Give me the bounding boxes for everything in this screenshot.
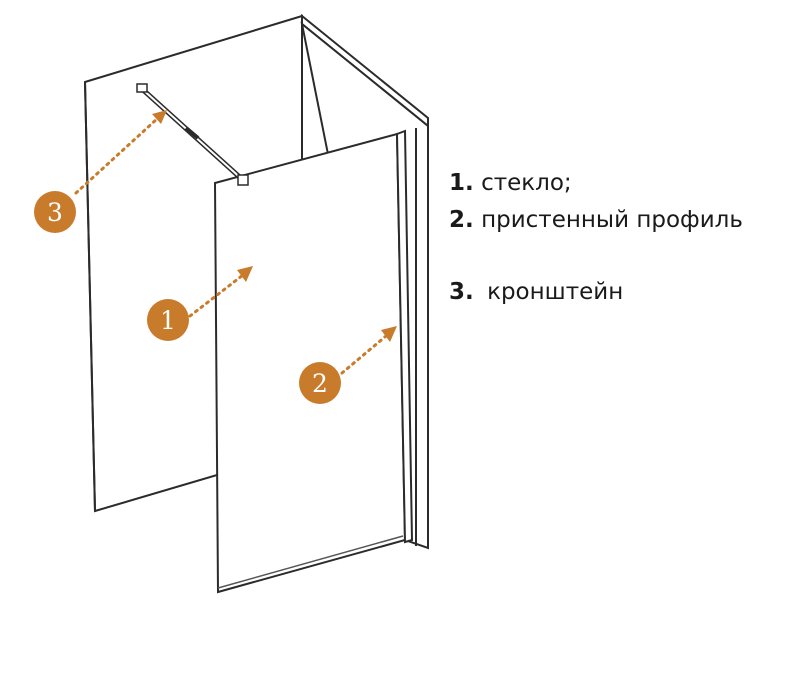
marker-2-circle [299,362,341,404]
legend-item-1-text: стекло; [481,170,572,196]
leader-2 [340,326,397,375]
marker-1: 1 [147,299,189,341]
marker-2: 2 [299,362,341,404]
legend-item-1: 1. стекло; [449,172,572,195]
legend-item-3-number: 3. [449,279,474,305]
legend-item-1-number: 1. [449,170,474,196]
wall-profile [395,129,414,544]
leader-1 [188,266,253,318]
leader-3 [74,110,167,195]
marker-1-circle [147,299,189,341]
legend-item-3: 3. кронштейн [449,281,623,304]
marker-3: 3 [34,191,76,233]
legend-item-2-text: пристенный профиль [481,207,743,233]
legend-item-2: 2. пристенный профиль [449,209,743,232]
legend-item-2-number: 2. [449,207,474,233]
legend-item-3-text: кронштейн [487,279,624,305]
marker-3-circle [34,191,76,233]
glass-panel [213,132,407,594]
marker-1-label: 1 [160,306,176,335]
bracket [136,83,249,186]
left-wall-edge [84,81,96,512]
marker-3-label: 3 [47,198,63,227]
glass-bottom-edge [217,535,404,589]
marker-2-label: 2 [312,369,328,398]
